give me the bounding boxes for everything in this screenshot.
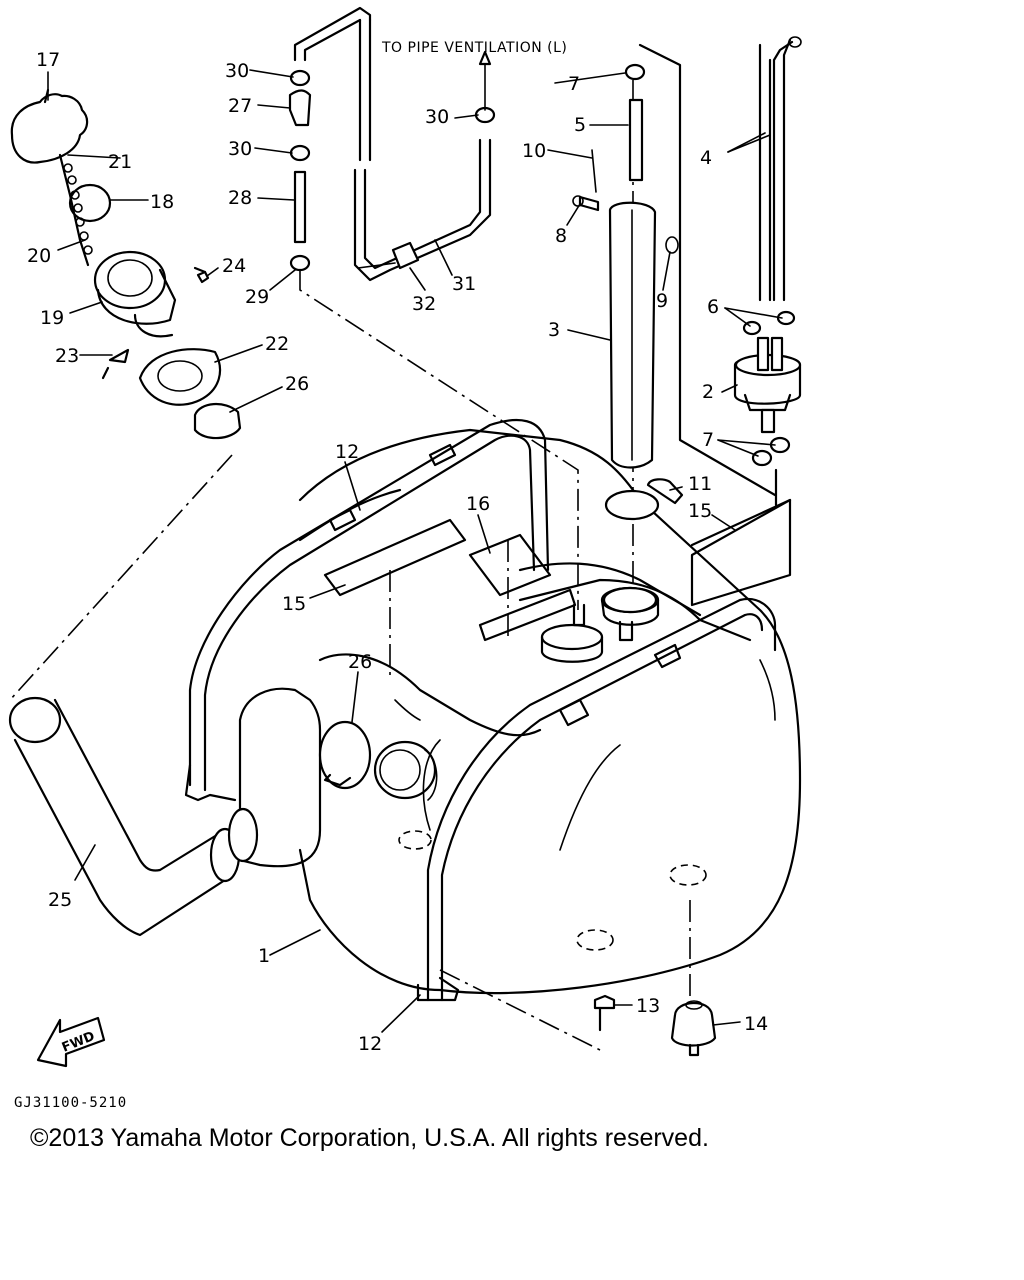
callout-4: 4 [700, 147, 712, 169]
callout-17: 17 [36, 49, 60, 71]
callout-6: 6 [707, 296, 719, 318]
callouts: 17 30 27 30 28 29 30 TO PIPE VENTILATION… [27, 40, 768, 1055]
callout-30-top: 30 [225, 60, 249, 82]
callout-31: 31 [452, 273, 476, 295]
callout-15-left: 15 [282, 593, 306, 615]
filler-neck [93, 250, 242, 440]
callout-11: 11 [688, 473, 712, 495]
callout-12-bottom: 12 [358, 1033, 382, 1055]
filler-cap [10, 88, 112, 267]
callout-19: 19 [40, 307, 64, 329]
callout-9: 9 [656, 290, 668, 312]
leader-lines [47, 50, 783, 1033]
callout-8: 8 [555, 225, 567, 247]
callout-30-mid: 30 [228, 138, 252, 160]
callout-25: 25 [48, 889, 72, 911]
callout-20: 20 [27, 245, 51, 267]
pipe-ventilation-note: TO PIPE VENTILATION (L) [381, 40, 567, 56]
callout-28: 28 [228, 187, 252, 209]
callout-14: 14 [744, 1013, 768, 1035]
callout-30-right: 30 [425, 106, 449, 128]
filler-hose [8, 687, 322, 937]
fuel-tank [298, 428, 802, 995]
small-parts [196, 63, 792, 1057]
callout-3: 3 [548, 319, 560, 341]
callout-2: 2 [702, 381, 714, 403]
callout-24: 24 [222, 255, 246, 277]
callout-22: 22 [265, 333, 289, 355]
callout-32: 32 [412, 293, 436, 315]
fuel-unit [572, 36, 802, 614]
vent-hoses [288, 6, 492, 282]
copyright-notice: ©2013 Yamaha Motor Corporation, U.S.A. A… [30, 1124, 709, 1152]
callout-7-bottom: 7 [702, 429, 714, 451]
callout-29: 29 [245, 286, 269, 308]
callout-26-bottom: 26 [348, 651, 372, 673]
tank-strap [184, 418, 777, 1002]
callout-15-right: 15 [688, 500, 712, 522]
callout-1: 1 [258, 945, 270, 967]
drawing-code: GJ31100-5210 [14, 1095, 127, 1111]
callout-18: 18 [150, 191, 174, 213]
callout-13: 13 [636, 995, 660, 1017]
callout-7-top: 7 [568, 73, 580, 95]
callout-16: 16 [466, 493, 490, 515]
callout-21: 21 [108, 151, 132, 173]
callout-27: 27 [228, 95, 252, 117]
callout-23: 23 [55, 345, 79, 367]
callout-26-top: 26 [285, 373, 309, 395]
fwd-arrow: FWD [36, 1016, 106, 1068]
callout-5: 5 [574, 114, 586, 136]
callout-12-top: 12 [335, 441, 359, 463]
callout-10: 10 [522, 140, 546, 162]
